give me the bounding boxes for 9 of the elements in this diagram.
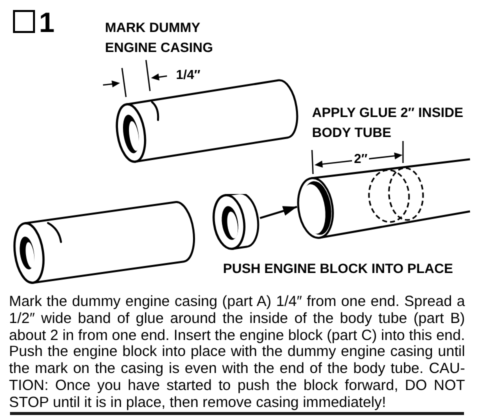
engine-block-drawing xyxy=(212,194,260,250)
instruction-heading: MARK DUMMY ENGINE CASING xyxy=(105,19,214,57)
dimension-label: 2″ xyxy=(352,152,370,166)
instruction-paragraph: Mark the dummy engine casing (part A) 1/4″ from one end. Spread a 1/2″ wide band of glue around the inside of the body tube (part B) about 2 in from one end. Insert the engine block (part C) into this end. Push the engine block into place with the dummy engine casing until the mark on the casing is even with the end of the body tube. CAU-TION: Once you have started to push the block forward, DO NOT STOP until it is in place, then remove casing immediately! xyxy=(9,294,465,412)
dimension-label: 1/4″ xyxy=(174,68,202,82)
step-number: 1 xyxy=(39,9,55,37)
instruction-heading: PUSH ENGINE BLOCK INTO PLACE xyxy=(223,260,454,278)
arrow xyxy=(260,206,298,220)
instruction-heading: APPLY GLUE 2″ INSIDE BODY TUBE xyxy=(312,104,464,142)
